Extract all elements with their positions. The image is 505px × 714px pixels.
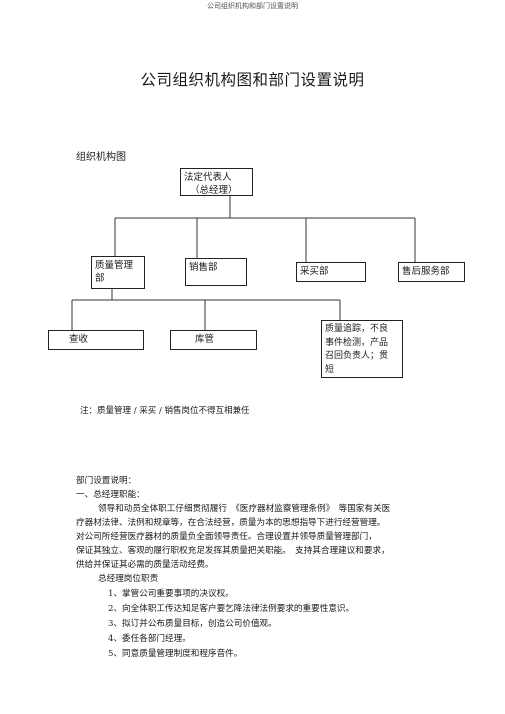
gm-duty-title: 总经理岗位职责 <box>98 574 159 584</box>
gm-duty-4: 4、委任各部门经理。 <box>108 634 191 644</box>
document-title: 公司组织机构图和部门设置说明 <box>140 71 365 89</box>
gm-duty-5: 5、同意质量管理制度和程序音件。 <box>108 649 243 659</box>
org-node-quality-tracking: 质量追踪，不良 事件检测，产品 召回负责人；贯 短 <box>321 320 403 378</box>
gm-para-line-3: 对公司所经营医疗器材的质量负全面领导责任。合理设置并领导质量管理部门， <box>76 532 377 542</box>
gm-function-title: 一、总经理职能： <box>76 490 145 500</box>
org-node-sales-dept: 销售部 <box>185 258 247 286</box>
gm-para-line-5: 供给并保证其必需的质量活动经费。 <box>76 560 214 570</box>
org-chart-note: 注：质量管理 / 采买 / 销售岗位不得互相兼任 <box>80 406 250 416</box>
org-node-service-dept: 售后服务部 <box>398 262 465 282</box>
org-chart-label: 组织机构图 <box>76 152 126 163</box>
org-node-legal-rep: 法定代表人 （总经理） <box>180 168 253 196</box>
quality-tracking-line1: 质量追踪，不良 <box>325 324 389 334</box>
gm-para-line-1: 领导和动员全体职工仔细贯彻履行 《医疗器材监察管理条例》 等国家有关医 <box>98 504 391 514</box>
org-node-purchase-dept: 采买部 <box>296 262 366 282</box>
org-node-legal-rep-line2: （总经理） <box>190 185 238 196</box>
quality-tracking-line2: 事件检测，产品 <box>325 337 389 348</box>
gm-para-line-2: 疗器材法律、法例和规章等，在合法经营，质量为本的思想指导下进行经营管理。 <box>76 518 386 528</box>
gm-duty-2: 2、向全体职工传达知足客户要乞降法律法例要求的重要性意识。 <box>108 604 355 614</box>
org-node-inspection: 查收 <box>48 330 144 350</box>
gm-para-line-4: 保证其独立、客观的履行职权充足发挥其质量把关职能。 支持其合理建议和要求， <box>76 546 390 556</box>
org-node-quality-dept: 质量管理部 <box>91 256 145 289</box>
description-heading: 部门设置说明： <box>76 476 137 486</box>
org-node-storage: 库管 <box>170 330 257 350</box>
quality-tracking-line3: 召回负责人；贯 <box>325 351 389 361</box>
running-header: 公司组织机构和部门设置说明 <box>207 2 298 10</box>
gm-duty-3: 3、拟订并公布质量目标，创造公司价值观。 <box>108 619 277 629</box>
quality-tracking-line4: 短 <box>325 364 335 375</box>
org-node-legal-rep-line1: 法定代表人 <box>184 172 232 183</box>
gm-duty-1: 1、掌管公司重要事项的决议权。 <box>108 589 234 599</box>
